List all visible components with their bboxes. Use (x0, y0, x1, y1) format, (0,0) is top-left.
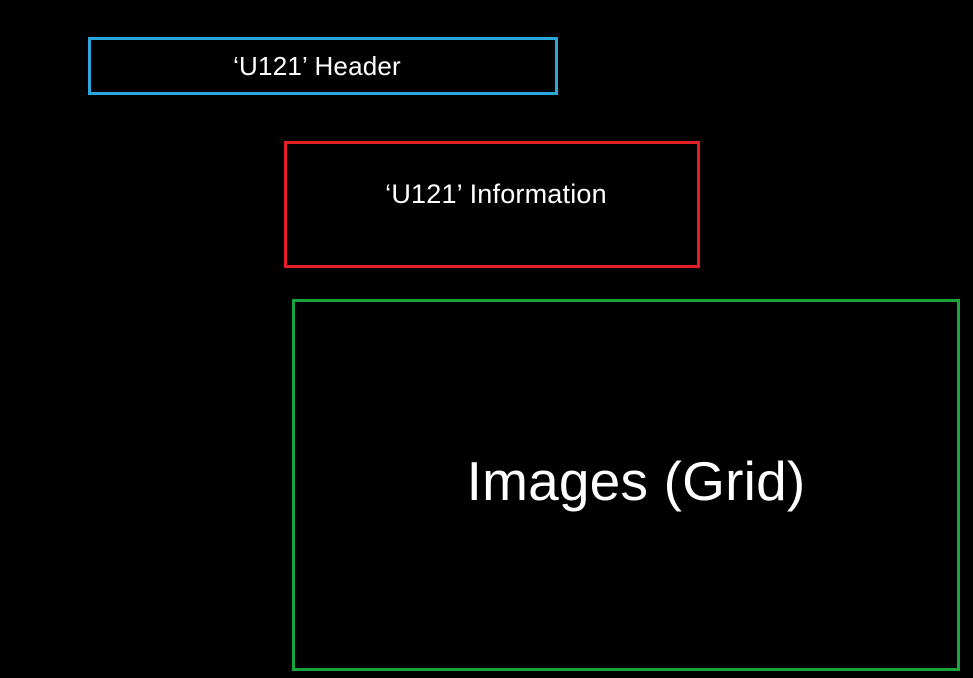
header-region-box: ‘U121’ Header (88, 37, 558, 95)
header-region-label: ‘U121’ Header (233, 50, 401, 81)
images-grid-region-box: Images (Grid) (292, 299, 960, 671)
information-region-box: ‘U121’ Information (284, 141, 700, 268)
information-region-label: ‘U121’ Information (385, 179, 607, 209)
images-grid-region-label: Images (Grid) (466, 450, 806, 512)
